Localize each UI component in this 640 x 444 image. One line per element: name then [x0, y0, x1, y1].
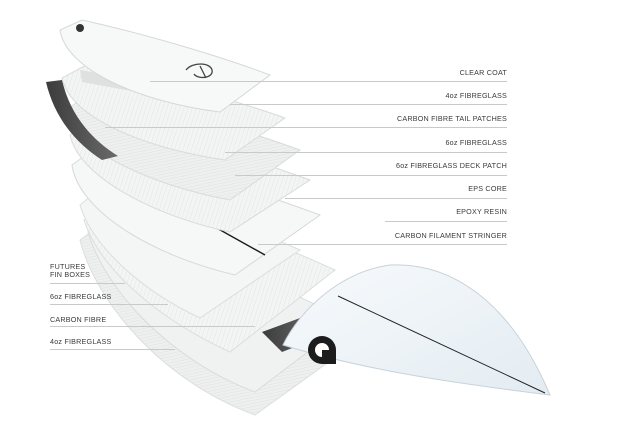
leader-eps [285, 198, 507, 199]
leader-6oz [225, 152, 507, 153]
label-fin-boxes-line: FIN BOXES [50, 270, 91, 279]
assembled-nose-section [282, 264, 551, 396]
fin-plug-icon [76, 24, 84, 32]
clear-coat-layer [59, 19, 272, 113]
label-epoxy-resin: EPOXY RESIN [456, 207, 507, 216]
label-6oz-fibreglass: 6oz FIBREGLASS [445, 138, 507, 147]
leader-4oz [230, 104, 507, 105]
label-bottom-6oz-fibreglass: 6oz FIBREGLASS [50, 292, 112, 301]
label-bottom-4oz-fibreglass: 4oz FIBREGLASS [50, 337, 112, 346]
label-4oz-fibreglass: 4oz FIBREGLASS [445, 91, 507, 100]
label-carbon-filament-stringer: CARBON FILAMENT STRINGER [394, 231, 507, 240]
leader-carbon-fibre [50, 326, 255, 327]
label-futures-fin-boxes: FUTURES FIN BOXES [50, 263, 90, 279]
label-eps-core: EPS CORE [468, 184, 507, 193]
tail-logo-icon [308, 336, 336, 364]
leader-carbon-tail [105, 127, 507, 128]
carbon-tail-patch-layer [46, 80, 118, 160]
leader-bottom-6oz [50, 304, 168, 305]
leader-epoxy [385, 221, 507, 222]
label-carbon-fibre-tail-patches: CARBON FIBRE TAIL PATCHES [396, 114, 507, 123]
leader-stringer [258, 244, 507, 245]
leader-deck-patch [235, 175, 507, 176]
label-futures-line: FUTURES [50, 262, 86, 271]
brand-logo-icon [185, 63, 213, 79]
leader-bottom-4oz [50, 349, 175, 350]
leader-clear-coat [150, 81, 507, 82]
label-6oz-deck-patch: 6oz FIBREGLASS DECK PATCH [396, 161, 507, 170]
label-clear-coat: CLEAR COAT [459, 68, 507, 77]
label-carbon-fibre: CARBON FIBRE [50, 315, 107, 324]
leader-fin-boxes [50, 283, 125, 284]
